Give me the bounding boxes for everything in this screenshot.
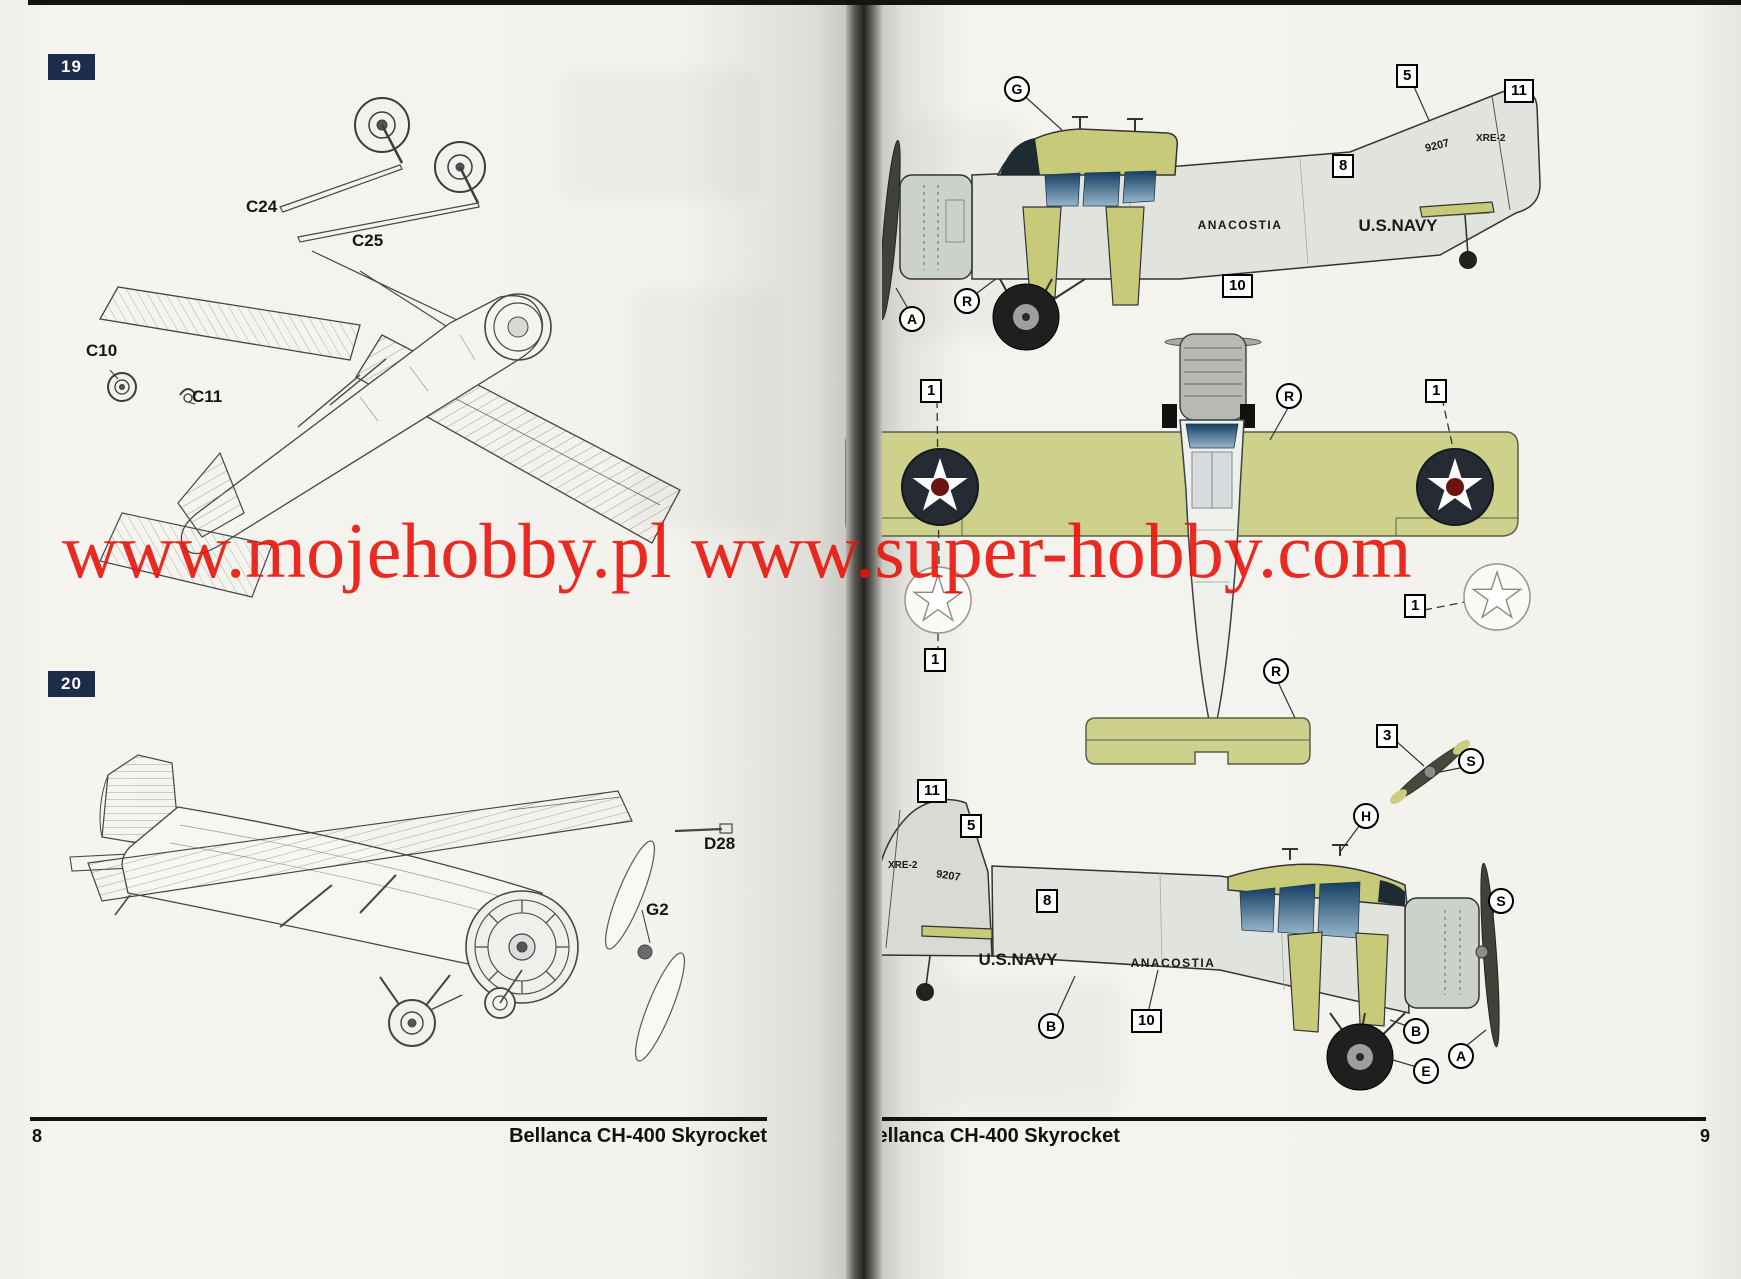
- book-spine: [846, 0, 882, 1279]
- aircraft-side-profile: [872, 798, 1500, 1091]
- tail-code: XRE-2: [888, 860, 918, 871]
- callout-circle-a: A: [899, 306, 925, 332]
- callout-box-1: 1: [1425, 379, 1448, 403]
- callout-box-11: 11: [917, 779, 947, 803]
- right-footer-title: Bellanca CH-400 Skyrocket: [862, 1125, 1120, 1147]
- callout-box-11: 11: [1504, 79, 1534, 103]
- callout-circle-a: A: [1448, 1043, 1474, 1069]
- step-20-drawing: [69, 754, 733, 1062]
- left-page-number: 8: [32, 1126, 43, 1146]
- fuselage-text-anacostia: ANACOSTIA: [1130, 956, 1216, 970]
- roundel-right: [1416, 448, 1494, 526]
- part-label-c10: C10: [86, 341, 118, 360]
- scan-top-edge: [28, 0, 1741, 5]
- side-view-bottom-drawing: [872, 794, 1500, 1091]
- bleed-through-ghost: [560, 70, 760, 200]
- left-footer-title: Bellanca CH-400 Skyrocket: [509, 1125, 767, 1147]
- callout-box-10: 10: [1131, 1009, 1162, 1033]
- page-left: 19: [0, 0, 848, 1279]
- callout-circle-g: G: [1004, 76, 1030, 102]
- underside-star-right: [1463, 563, 1531, 631]
- leader-lines: [1269, 407, 1466, 773]
- right-page-number: 9: [1699, 1126, 1710, 1146]
- part-label-g2: G2: [646, 900, 669, 919]
- bleed-through-ghost: [940, 980, 1120, 1110]
- tail-wheel-parts: [107, 369, 197, 405]
- callout-circle-r: R: [954, 288, 980, 314]
- part-label-d28: D28: [704, 834, 736, 853]
- part-label-c24: C24: [246, 197, 278, 216]
- fuselage-text-navy: U.S.NAVY: [978, 950, 1058, 969]
- page-right: ANACOSTIA U.S.NAVY 9207 XRE-2 G 5 11 8 1…: [845, 0, 1741, 1279]
- callout-circle-b: B: [1038, 1013, 1064, 1039]
- callout-circle-s: S: [1488, 888, 1514, 914]
- callout-box-1: 1: [1404, 594, 1427, 618]
- fuselage-top-view: [1162, 333, 1262, 743]
- callout-circle-s: S: [1458, 748, 1484, 774]
- step-20-badge: 20: [48, 671, 95, 697]
- top-plan-view-drawing: [845, 333, 1531, 804]
- callout-box-8: 8: [1036, 889, 1059, 913]
- propeller-part: [1390, 740, 1470, 804]
- aircraft-side-view: [69, 754, 733, 1062]
- left-footer-rule: [30, 1117, 767, 1121]
- roundel-left: [901, 448, 979, 526]
- callout-circle-e: E: [1413, 1058, 1439, 1084]
- part-label-c25: C25: [352, 231, 384, 250]
- side-view-top-drawing: [880, 79, 1541, 351]
- propeller-blade: [880, 139, 901, 321]
- callout-box-1: 1: [920, 379, 943, 403]
- callout-circle-r: R: [1276, 383, 1302, 409]
- step-19-badge: 19: [48, 54, 95, 80]
- landing-gear-parts: [354, 97, 486, 204]
- callout-box-3: 3: [1376, 724, 1399, 748]
- aircraft-3q-view: [98, 286, 681, 598]
- callout-box-5: 5: [960, 814, 983, 838]
- watermark-text: www.mojehobby.pl www.super-hobby.com: [62, 507, 1412, 594]
- fuselage-text-navy: U.S.NAVY: [1358, 216, 1438, 235]
- callout-circle-b: B: [1403, 1018, 1429, 1044]
- callout-box-8: 8: [1332, 154, 1355, 178]
- fuselage-text-anacostia: ANACOSTIA: [1197, 218, 1283, 232]
- step-19-drawing: [98, 97, 681, 598]
- callout-box-5: 5: [1396, 64, 1419, 88]
- aircraft-side-profile: [880, 88, 1541, 351]
- part-label-c11: C11: [192, 387, 223, 406]
- callout-box-10: 10: [1222, 274, 1253, 298]
- right-footer-rule: [860, 1117, 1706, 1121]
- tail-code: XRE-2: [1476, 133, 1506, 144]
- callout-box-1: 1: [924, 648, 947, 672]
- callout-circle-r: R: [1263, 658, 1289, 684]
- callout-circle-h: H: [1353, 803, 1379, 829]
- underside-star-left: [904, 566, 972, 634]
- stabilizer-top-view: [1085, 717, 1311, 765]
